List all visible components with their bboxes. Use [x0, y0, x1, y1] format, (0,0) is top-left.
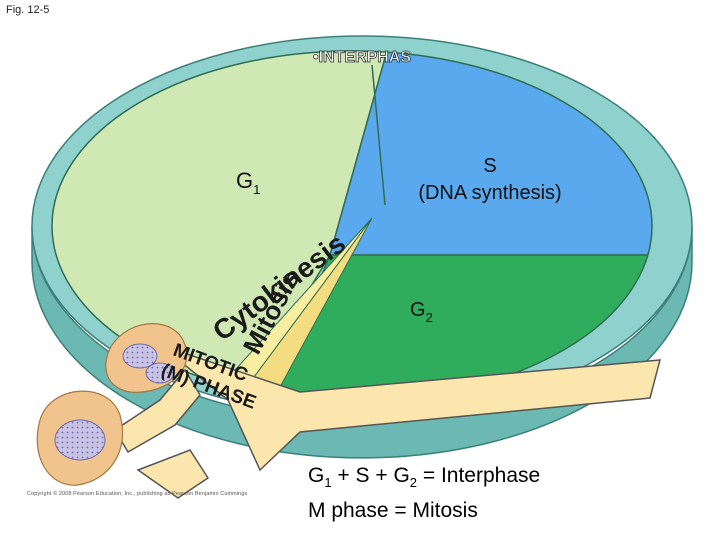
s-label-line1: S	[483, 155, 496, 177]
copyright-text: Copyright © 2008 Pearson Education, Inc.…	[27, 491, 248, 497]
figure-label: Fig. 12-5	[6, 4, 50, 16]
equation-interphase: G1 + S + G2 = Interphase	[308, 464, 541, 491]
g1-label: G1	[236, 168, 260, 197]
equation-mitosis: M phase = Mitosis	[308, 499, 478, 523]
equations: G1 + S + G2 = Interphase M phase = Mitos…	[308, 462, 540, 525]
interphase-label: •INTERPHAS	[313, 49, 411, 66]
arrow-shaft	[113, 368, 201, 454]
s-label-line2: (DNA synthesis)	[418, 182, 561, 204]
arrow-head	[136, 449, 210, 499]
cytokinesis-sector	[188, 217, 373, 401]
cell-top	[105, 323, 188, 393]
g2-label: G2	[410, 299, 433, 325]
cell-bottom	[36, 390, 124, 486]
